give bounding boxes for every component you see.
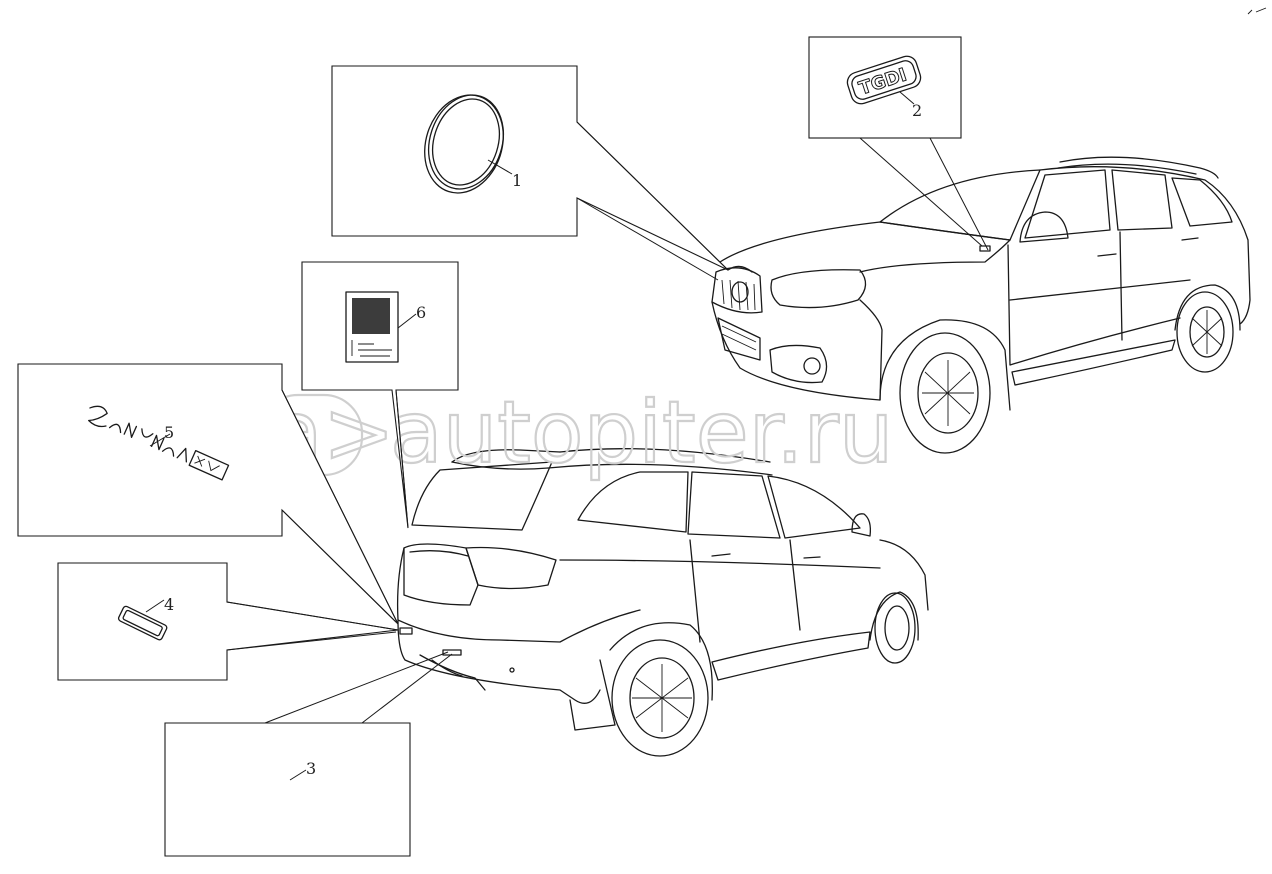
label-sticker	[345, 291, 399, 363]
callout-box-4: 4	[57, 562, 399, 681]
callout-label-4: 4	[164, 595, 174, 614]
script-nameplate	[88, 405, 230, 481]
callout-box-1: 1	[331, 65, 729, 281]
callout-label-1: 1	[512, 171, 522, 190]
front-vehicle-drawing	[711, 156, 1251, 454]
corner-mark	[1247, 7, 1267, 15]
rear-vehicle-drawing	[396, 448, 929, 757]
watermark-text: autopiter.ru	[390, 383, 893, 483]
callout-label-5: 5	[164, 423, 174, 442]
callout-box-5: 5	[17, 363, 399, 625]
callout-box-3: 3	[164, 651, 453, 857]
ring-emblem	[424, 94, 504, 194]
callout-box-6: 6	[301, 261, 459, 529]
callout-label-3: 3	[306, 759, 316, 778]
autopiter-watermark: a> autopiter.ru	[258, 382, 894, 484]
small-badge	[117, 605, 168, 641]
callout-label-6: 6	[416, 303, 426, 322]
callout-box-2: TGDI 2	[808, 36, 989, 251]
callout-label-2: 2	[912, 101, 922, 120]
